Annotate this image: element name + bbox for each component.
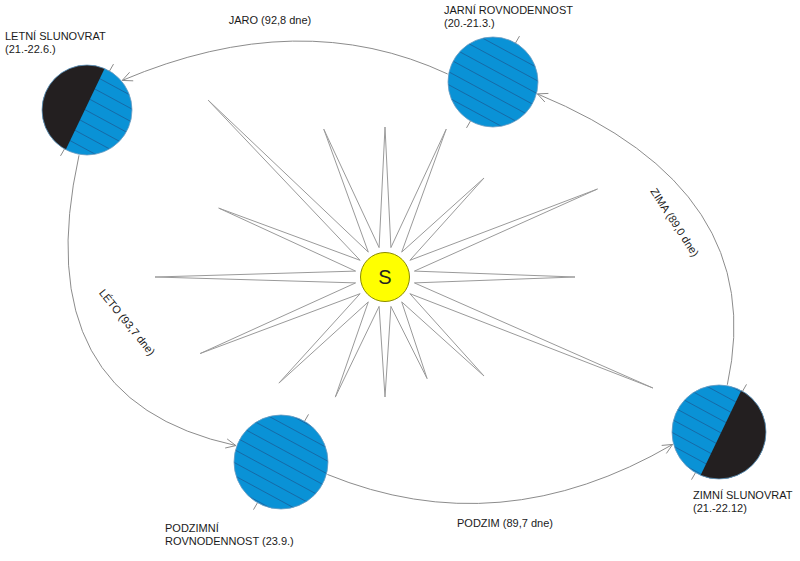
sun-star [155, 100, 653, 397]
orbit-arrow [122, 41, 447, 81]
orbit-path [537, 94, 734, 385]
hatch-line [224, 470, 338, 532]
earth-globe [42, 65, 132, 155]
hatch-line [224, 392, 338, 454]
position-heading: JARNÍ ROVNODENNOST (20.-21.3.) [444, 4, 574, 30]
orbit-path [327, 444, 672, 503]
hatch-line [224, 444, 338, 506]
hatch-line [438, 40, 548, 100]
arrow-head [537, 94, 544, 102]
season-label: ZIMA (89,0 dne) [646, 184, 702, 261]
orbit-arrow [327, 444, 672, 503]
earth-globe [672, 385, 766, 479]
arrow-head [666, 444, 672, 453]
hatch-line [224, 418, 338, 480]
earth-disc [448, 37, 538, 127]
hatch-line [438, 92, 548, 152]
hatch-line [224, 405, 338, 467]
hatch-line [662, 323, 776, 385]
hatch-line [438, 66, 548, 126]
season-label: JARO (92,8 dne) [227, 14, 314, 27]
position-heading: PODZIMNÍ ROVNODENNOST (23.9.) [165, 522, 315, 548]
hatch-line [224, 366, 338, 428]
arrow-head [227, 439, 236, 446]
season-label: PODZIM (89,7 dne) [455, 517, 555, 530]
night-side [37, 60, 107, 160]
earth-node: PODZIMNÍ ROVNODENNOST (23.9.) [234, 415, 328, 509]
arrow-head [122, 80, 133, 81]
position-heading: LETNÍ SLUNOVRAT (21.-22.6.) [5, 30, 115, 56]
arrow-head [122, 72, 129, 80]
arrow-head [662, 444, 673, 445]
position-heading: ZIMNÍ SLUNOVRAT (21.-22.12) [693, 489, 797, 515]
earth-node: LETNÍ SLUNOVRAT (21.-22.6.) [42, 65, 132, 155]
earth-globe [448, 37, 538, 127]
hatch-line [438, 79, 548, 139]
sun-circle: S [360, 252, 410, 302]
earth-globe [234, 415, 328, 509]
hatch-line [224, 457, 338, 519]
hatch-line [438, 27, 548, 87]
hatch-line [32, 133, 142, 193]
orbit-arrow [68, 155, 236, 448]
hatch-line [662, 336, 776, 398]
night-side [698, 380, 771, 484]
hatch-line [224, 431, 338, 493]
orbit-path [68, 155, 236, 445]
sun-letter: S [378, 266, 391, 288]
arrow-head [537, 93, 548, 94]
orbit-arrow [537, 93, 734, 384]
season-label: LÉTO (93,7 dne) [95, 285, 159, 360]
arrow-head [225, 446, 236, 448]
hatch-line [438, 105, 548, 165]
hatch-line [224, 379, 338, 441]
hatch-line [224, 353, 338, 415]
earth-node: ZIMNÍ SLUNOVRAT (21.-22.12) [672, 385, 766, 479]
earth-node: JARNÍ ROVNODENNOST (20.-21.3.) [448, 37, 538, 127]
hatch-line [438, 53, 548, 113]
hatch-line [662, 349, 776, 411]
orbit-path [122, 41, 447, 80]
